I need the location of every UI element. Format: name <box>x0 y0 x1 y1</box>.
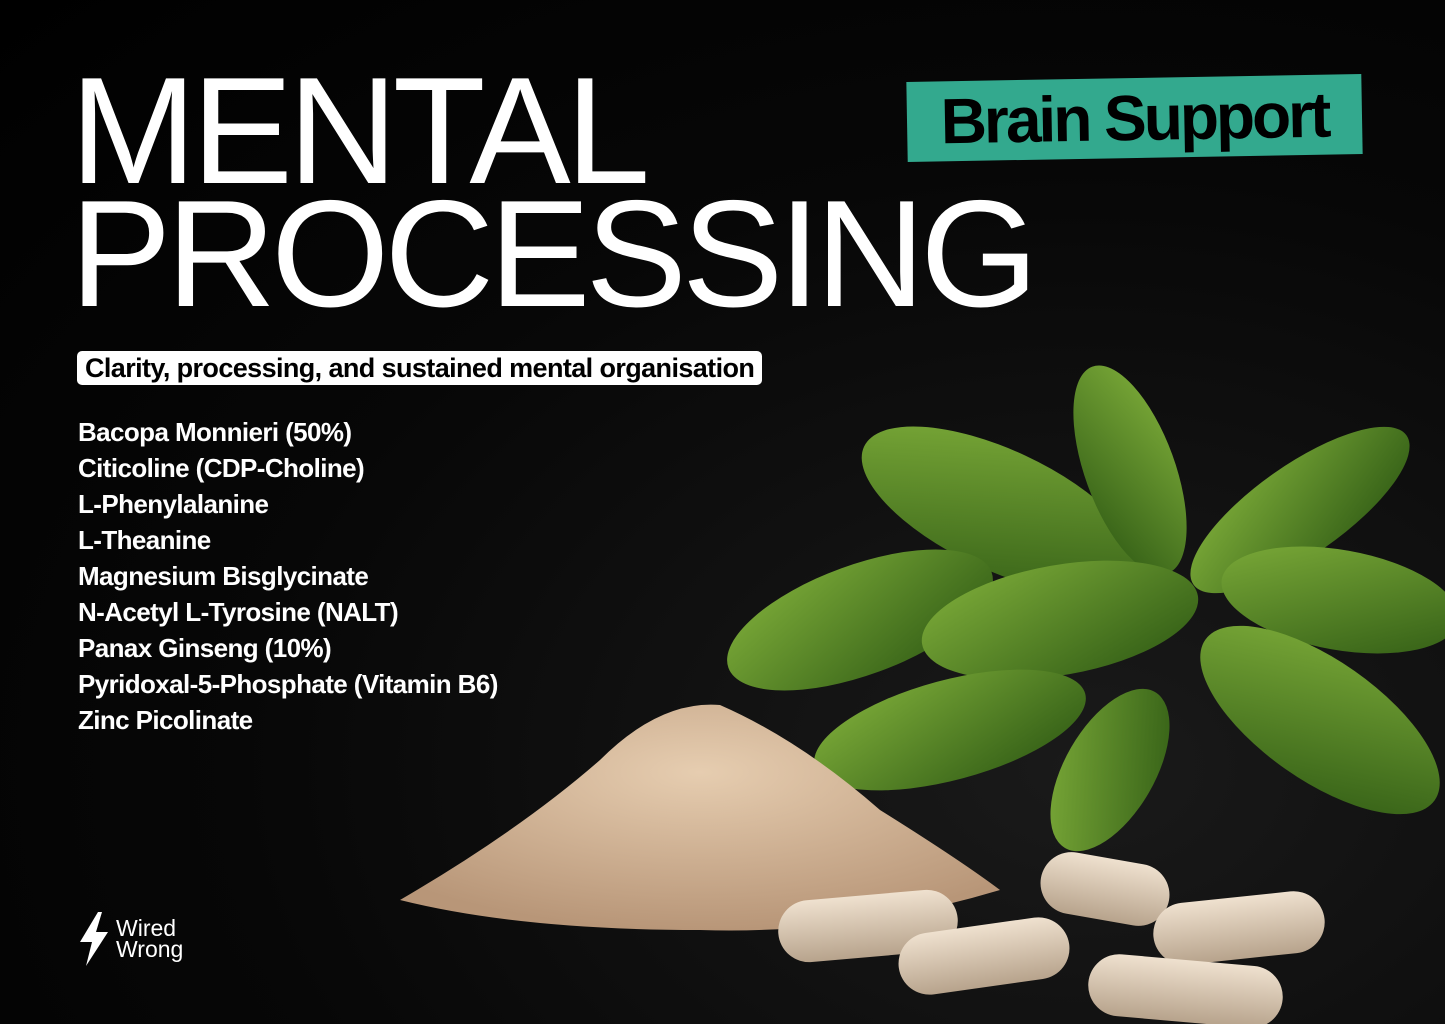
powder-pile <box>400 704 1000 931</box>
ingredient-item: Magnesium Bisglycinate <box>78 561 369 591</box>
capsules <box>778 852 1325 1024</box>
logo-line-1: Wired <box>116 915 177 941</box>
tea-leaves <box>727 365 1445 852</box>
ingredient-item: Zinc Picolinate <box>78 705 253 735</box>
badge-label: Brain Support <box>940 78 1329 158</box>
category-badge: Brain Support <box>906 74 1363 162</box>
logo-line-2: Wrong <box>116 936 184 962</box>
ingredient-item: Citicoline (CDP-Choline) <box>78 453 365 483</box>
title-line-1: MENTAL <box>70 46 650 216</box>
ingredient-item: N-Acetyl L-Tyrosine (NALT) <box>78 597 399 627</box>
title-line-2: PROCESSING <box>70 169 1039 339</box>
ingredient-item: L-Phenylalanine <box>78 489 269 519</box>
ingredient-item: Pyridoxal-5-Phosphate (Vitamin B6) <box>78 669 498 699</box>
ingredient-item: L-Theanine <box>78 525 211 555</box>
subtitle: Clarity, processing, and sustained menta… <box>77 351 763 385</box>
ingredient-item: Panax Ginseng (10%) <box>78 633 332 663</box>
ingredient-list: Bacopa Monnieri (50%) Citicoline (CDP-Ch… <box>78 414 498 738</box>
lightning-bolt-icon <box>80 912 108 966</box>
brand-logo: Wired Wrong <box>78 912 183 966</box>
ingredient-item: Bacopa Monnieri (50%) <box>78 417 352 447</box>
